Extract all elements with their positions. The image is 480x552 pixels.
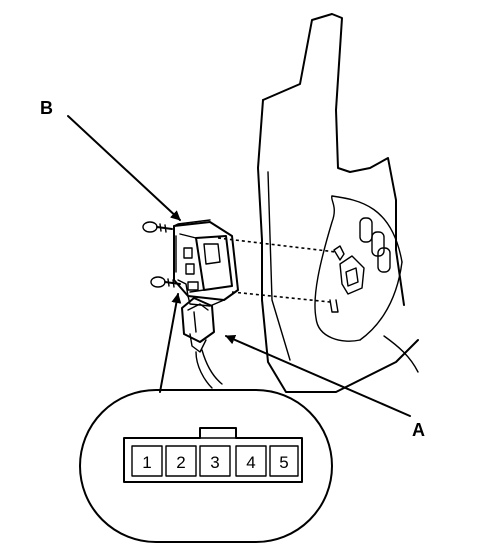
door-panel (257, 13, 419, 393)
pin-cell-1 (131, 445, 163, 477)
screw-upper (142, 221, 173, 233)
callout-label-a: A (412, 420, 425, 440)
pin-number-2: 2 (176, 453, 185, 472)
pin-cell-2 (165, 445, 197, 477)
pin-number-5: 5 (279, 453, 288, 472)
alignment-guides (217, 237, 337, 303)
connector-face-view: 1 2 3 4 5 (79, 389, 333, 543)
pin-number-4: 4 (246, 453, 255, 472)
callout-label-b: B (40, 98, 53, 118)
pin-cell-4 (235, 445, 267, 477)
harness-connector (181, 297, 223, 389)
switch-assembly (173, 219, 239, 307)
pin-number-1: 1 (142, 453, 151, 472)
pin-cell-5 (269, 445, 299, 477)
pin-number-3: 3 (210, 453, 219, 472)
callout-leaders (67, 115, 411, 417)
pin-cell-3 (199, 445, 231, 477)
switch-opening (329, 217, 391, 313)
